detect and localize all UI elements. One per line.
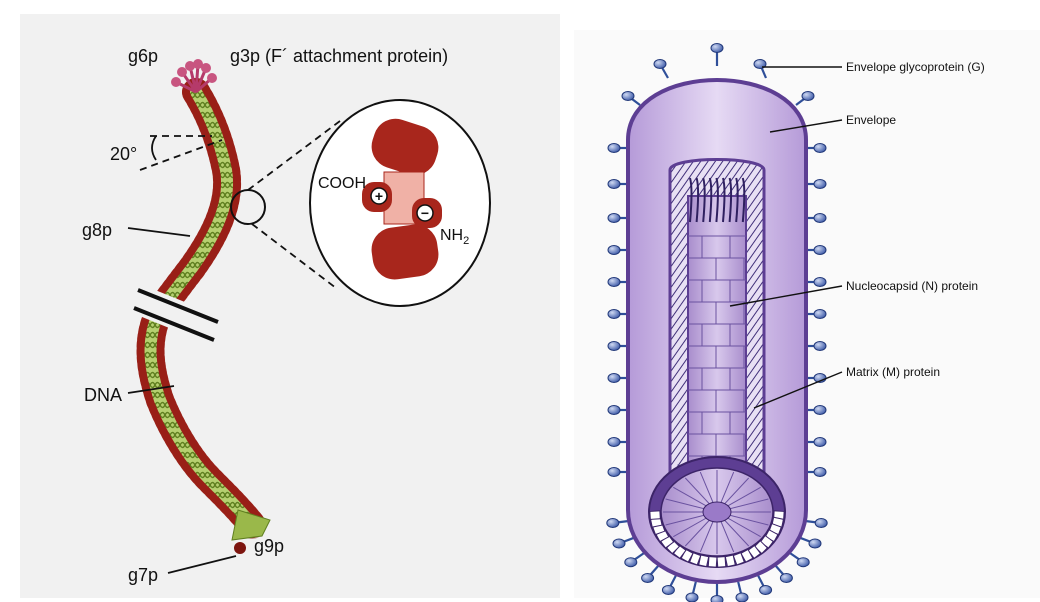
- glycoprotein-head: [654, 60, 666, 69]
- glycoprotein-head: [622, 92, 634, 101]
- glycoprotein-head: [608, 438, 620, 447]
- glycoprotein-head: [608, 214, 620, 223]
- g9p-label: g9p: [254, 536, 284, 556]
- glycoprotein-head: [814, 406, 826, 415]
- g3p-label: g3p (F´ attachment protein): [230, 46, 448, 66]
- g6p-label: g6p: [128, 46, 158, 66]
- glycoprotein-head: [608, 278, 620, 287]
- glycoprotein-head: [814, 468, 826, 477]
- base-wheel-hub: [703, 502, 731, 522]
- minus-charge-symbol: −: [421, 205, 429, 221]
- glycoprotein-head: [814, 144, 826, 153]
- nucleocapsid-column: [688, 196, 746, 498]
- glycoprotein-head: [642, 574, 654, 583]
- plus-charge-symbol: +: [375, 188, 383, 204]
- glycoprotein-head: [608, 342, 620, 351]
- g8p-inset: + − COOH NH2: [310, 100, 490, 306]
- glycoprotein-head: [802, 92, 814, 101]
- glycoprotein-head: [607, 519, 619, 528]
- glycoprotein-head: [814, 214, 826, 223]
- glycoprotein-head: [814, 278, 826, 287]
- g8p-label: g8p: [82, 220, 112, 240]
- glycoprotein-head: [625, 558, 637, 567]
- glycoprotein-head: [780, 574, 792, 583]
- g7p-end-knob: [234, 542, 246, 554]
- glycoprotein-head: [814, 246, 826, 255]
- glycoprotein-head: [608, 246, 620, 255]
- glycoprotein-head: [608, 374, 620, 383]
- glycoprotein-head: [814, 310, 826, 319]
- glycoprotein-head: [797, 558, 809, 567]
- wheel-tooth: [650, 511, 660, 520]
- glycoprotein-head: [662, 586, 674, 595]
- glycoprotein-head: [814, 180, 826, 189]
- g7p-label: g7p: [128, 565, 158, 585]
- dna-label: DNA: [84, 385, 122, 405]
- nucleocapsid-label: Nucleocapsid (N) protein: [846, 279, 978, 293]
- glycoprotein-label: Envelope glycoprotein (G): [846, 60, 985, 74]
- glycoprotein-head: [608, 468, 620, 477]
- glycoprotein-head: [736, 593, 748, 602]
- envelope-label: Envelope: [846, 113, 896, 127]
- wheel-tooth: [708, 557, 717, 568]
- glycoprotein-head: [809, 539, 821, 548]
- glycoprotein-head: [608, 310, 620, 319]
- glycoprotein-head: [608, 144, 620, 153]
- wheel-tooth: [725, 555, 735, 566]
- matrix-label: Matrix (M) protein: [846, 365, 940, 379]
- left-figure-bg: [20, 14, 560, 598]
- glycoprotein-head: [613, 539, 625, 548]
- glycoprotein-head: [711, 596, 723, 602]
- glycoprotein-head: [815, 519, 827, 528]
- glycoprotein-head: [608, 180, 620, 189]
- glycoprotein-head: [814, 438, 826, 447]
- wheel-tooth: [717, 557, 726, 568]
- angle-label: 20°: [110, 144, 137, 164]
- glycoprotein-head: [686, 593, 698, 602]
- glycoprotein-head: [711, 44, 723, 53]
- glycoprotein-head: [814, 342, 826, 351]
- glycoprotein-head: [760, 586, 772, 595]
- cooh-label: COOH: [318, 175, 366, 192]
- glycoprotein-head: [608, 406, 620, 415]
